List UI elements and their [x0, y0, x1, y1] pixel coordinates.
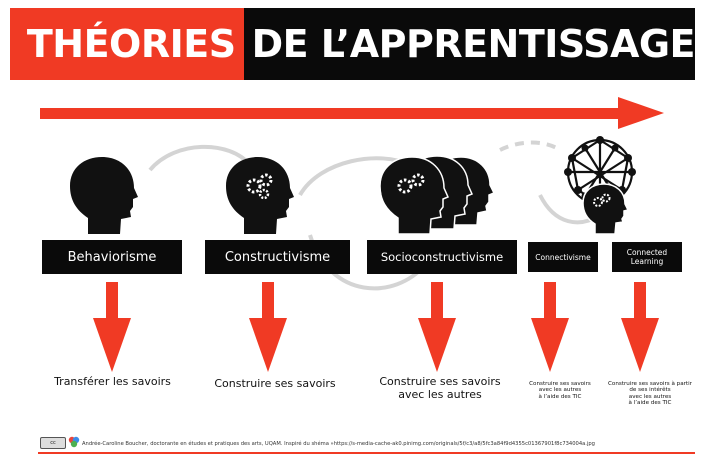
label-text: Socioconstructivisme: [380, 250, 504, 264]
down-arrow: [621, 282, 659, 372]
down-arrow: [531, 282, 569, 372]
timeline-arrow: [40, 97, 664, 129]
caption-constructivisme: Construire ses savoirs: [205, 377, 345, 391]
caption-line: Construire ses savoirs: [379, 375, 501, 388]
label-text: Constructivisme: [224, 249, 331, 265]
head-icon: [70, 157, 138, 234]
creative-commons-badge-icon: cc: [40, 437, 66, 449]
color-circles-logo-icon: [68, 436, 80, 448]
caption-line: à l’aide des TIC: [628, 400, 672, 407]
caption-connected-learning: Construire ses savoirs à partir de ses i…: [602, 381, 698, 407]
label-text: Behaviorisme: [67, 249, 157, 265]
group-heads-icon: [379, 155, 496, 235]
label-socioconstructivisme: Socioconstructivisme: [367, 240, 517, 274]
label-text-line1: Connected: [626, 247, 668, 257]
label-text: Connectivisme: [535, 252, 591, 262]
head-with-gears-icon: [226, 157, 294, 234]
down-arrow: [418, 282, 456, 372]
down-arrow: [249, 282, 287, 372]
caption-line: avec les autres: [538, 387, 582, 394]
label-connectivisme: Connectivisme: [528, 242, 598, 272]
down-arrow: [93, 282, 131, 372]
caption-text: Construire ses savoirs: [214, 377, 336, 390]
caption-text: Transférer les savoirs: [54, 375, 171, 388]
footer-divider: [38, 452, 695, 454]
caption-connectivisme: Construire ses savoirs avec les autres à…: [521, 381, 599, 400]
caption-line: avec les autres: [628, 393, 672, 400]
label-behaviorisme: Behaviorisme: [42, 240, 182, 274]
caption-behaviorisme: Transférer les savoirs: [40, 375, 185, 389]
caption-line: Construire ses savoirs à partir: [608, 381, 692, 387]
caption-line: Construire ses savoirs: [529, 381, 591, 387]
title-part-2: DE L’APPRENTISSAGE: [251, 22, 696, 66]
caption-socioconstructivisme: Construire ses savoirs avec les autres: [365, 375, 515, 401]
caption-line: avec les autres: [398, 387, 482, 401]
caption-line: de ses intérêts: [629, 387, 671, 394]
label-constructivisme: Constructivisme: [205, 240, 350, 274]
title-part-1: THÉORIES: [26, 22, 236, 66]
network-head-icon: [564, 136, 636, 235]
title-banner: THÉORIES DE L’APPRENTISSAGE: [10, 8, 696, 80]
caption-line: à l’aide des TIC: [538, 393, 582, 400]
label-text-line2: Learning: [630, 257, 664, 266]
credit-text: Andrée-Caroline Boucher, doctorante en é…: [82, 441, 595, 447]
title-red-block: THÉORIES: [10, 8, 244, 80]
title-black-block: DE L’APPRENTISSAGE: [243, 8, 696, 80]
label-connected-learning: Connected Learning: [612, 242, 682, 272]
